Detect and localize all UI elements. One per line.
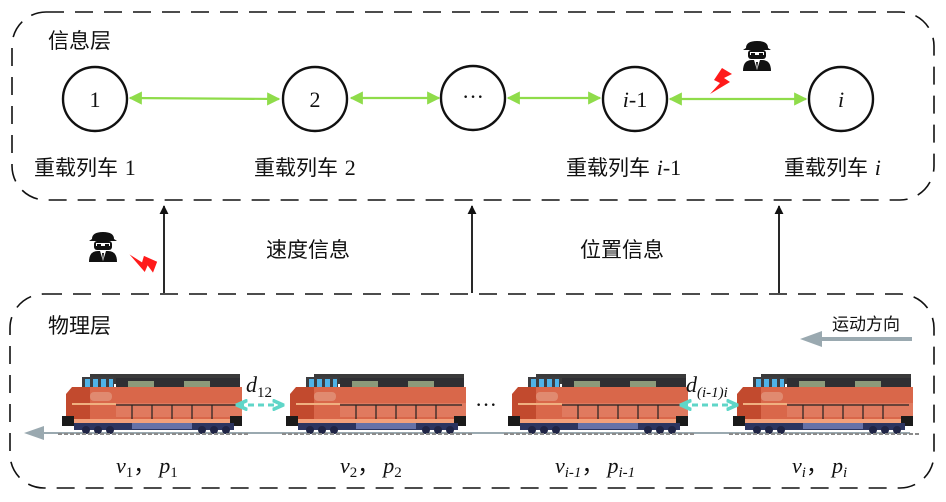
node-i-minus-1: i-1 bbox=[601, 65, 669, 133]
link-1-2 bbox=[128, 91, 281, 106]
direction-label: 运动方向 bbox=[832, 315, 900, 335]
svg-text:i: i bbox=[838, 87, 844, 112]
state-label-train-i: vi，pi bbox=[792, 453, 847, 481]
node-i: i bbox=[807, 65, 875, 133]
train-ellipsis: ··· bbox=[475, 392, 497, 417]
caption-train-1: 重载列车 1 bbox=[34, 155, 136, 180]
physical-layer-frame bbox=[9, 293, 935, 489]
svg-text:vi，pi: vi，pi bbox=[792, 453, 847, 481]
physical-layer-title: 物理层 bbox=[48, 314, 111, 338]
state-label-train-i-1: vi-1，pi-1 bbox=[555, 453, 635, 481]
track-arrow-head bbox=[24, 426, 44, 440]
locomotive-icon-2 bbox=[281, 373, 473, 435]
position-info-label: 位置信息 bbox=[580, 238, 664, 262]
svg-text:i-1: i-1 bbox=[623, 87, 647, 112]
locomotive-icon-4 bbox=[728, 373, 920, 435]
gap-label-d12: d12 bbox=[246, 372, 272, 401]
node-suffix: -1 bbox=[629, 87, 647, 112]
svg-text:v1，p1: v1，p1 bbox=[116, 453, 178, 481]
lightning-icon bbox=[710, 68, 732, 94]
locomotive-icon-1 bbox=[57, 373, 249, 435]
svg-text:1: 1 bbox=[90, 87, 101, 112]
hacker-icon bbox=[89, 232, 117, 262]
speed-info-label: 速度信息 bbox=[266, 238, 350, 262]
svg-text:v2，p2: v2，p2 bbox=[340, 453, 402, 481]
info-layer-frame bbox=[11, 11, 935, 201]
svg-text:···: ··· bbox=[462, 84, 484, 109]
caption-train-i-1: 重载列车 i-1 bbox=[566, 155, 681, 180]
info-layer-title: 信息层 bbox=[48, 29, 111, 53]
state-label-train-1: v1，p1 bbox=[116, 453, 178, 481]
caption-train-i: 重载列车 i bbox=[784, 155, 881, 180]
state-label-train-2: v2，p2 bbox=[340, 453, 402, 481]
locomotive-icon-3 bbox=[503, 373, 695, 435]
gap-label-d-i-1-i: d(i-1)i bbox=[686, 372, 728, 401]
lightning-icon bbox=[129, 249, 159, 277]
node-var: i bbox=[623, 87, 629, 112]
svg-text:2: 2 bbox=[310, 87, 321, 112]
direction-arrow-head bbox=[800, 331, 822, 347]
node-1: 1 bbox=[61, 65, 129, 133]
node-dots: ··· bbox=[439, 64, 507, 132]
caption-train-2: 重载列车 2 bbox=[254, 155, 356, 180]
node-2: 2 bbox=[281, 65, 349, 133]
svg-text:vi-1，pi-1: vi-1，pi-1 bbox=[555, 453, 635, 481]
hacker-icon bbox=[743, 41, 771, 71]
